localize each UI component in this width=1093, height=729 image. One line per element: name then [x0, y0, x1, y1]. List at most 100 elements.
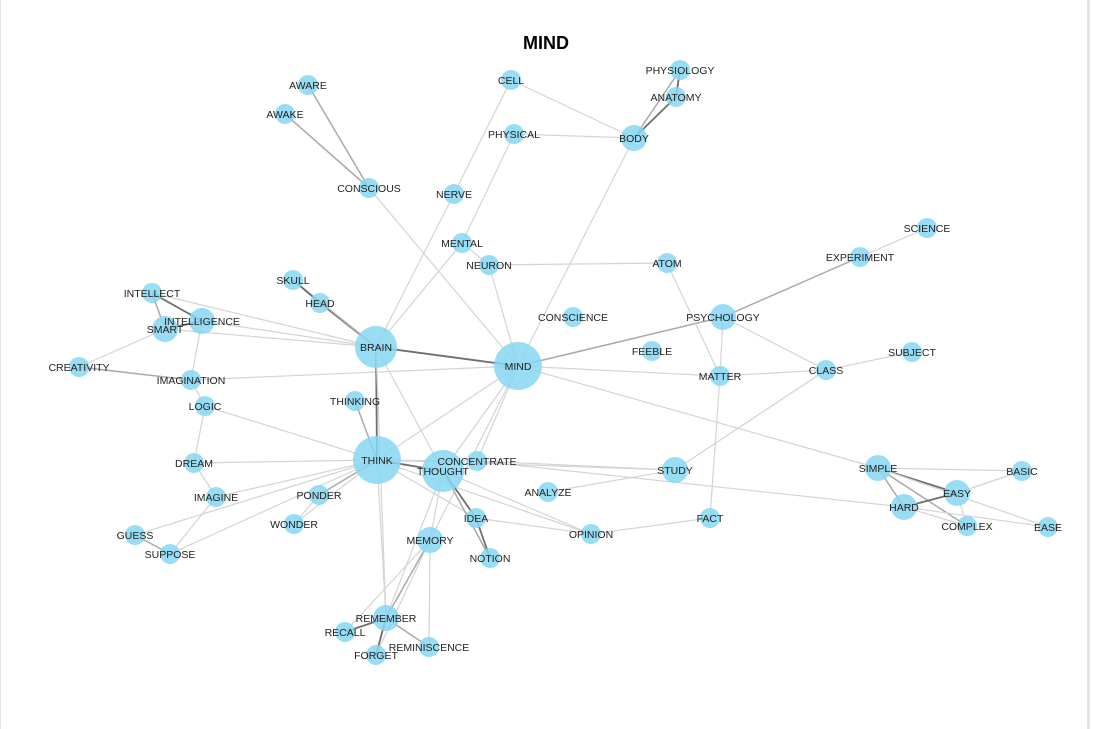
node-label-physiology: PHYSIOLOGY — [646, 65, 715, 77]
node-brain[interactable] — [355, 326, 397, 368]
edge-think-dream — [193, 459, 378, 464]
node-aware[interactable] — [298, 75, 318, 95]
node-imagination[interactable] — [181, 370, 201, 390]
node-conscious[interactable] — [359, 178, 379, 198]
node-label-imagination: IMAGINATION — [157, 375, 226, 387]
node-atom[interactable] — [657, 253, 677, 273]
node-nerve[interactable] — [444, 184, 464, 204]
node-creativity[interactable] — [69, 357, 89, 377]
node-intellect[interactable] — [142, 283, 162, 303]
node-thinking[interactable] — [345, 391, 365, 411]
node-label-body: BODY — [619, 133, 649, 145]
node-layer — [69, 60, 1058, 665]
label-layer: MINDBRAINTHINKTHOUGHTCONCENTRATEMEMORYRE… — [48, 65, 1062, 662]
node-label-recall: RECALL — [325, 627, 366, 639]
node-ease[interactable] — [1038, 517, 1058, 537]
node-concentrate[interactable] — [467, 451, 487, 471]
node-label-opinion: OPINION — [569, 529, 613, 541]
edge-brain-nerve — [375, 193, 455, 348]
node-label-hard: HARD — [889, 502, 919, 514]
edge-think-guess — [134, 459, 378, 536]
node-label-concentrate: CONCENTRATE — [437, 456, 516, 468]
node-hard[interactable] — [891, 494, 917, 520]
node-guess[interactable] — [125, 525, 145, 545]
node-label-reminiscence: REMINISCENCE — [389, 642, 470, 654]
edge-memory-forget — [375, 539, 431, 656]
node-label-aware: AWARE — [289, 80, 327, 92]
node-feeble[interactable] — [642, 341, 662, 361]
node-simple[interactable] — [865, 455, 891, 481]
node-smart[interactable] — [152, 316, 178, 342]
node-physiology[interactable] — [670, 60, 690, 80]
node-skull[interactable] — [283, 270, 303, 290]
node-idea[interactable] — [466, 508, 486, 528]
node-forget[interactable] — [366, 645, 386, 665]
node-fact[interactable] — [700, 508, 720, 528]
node-class[interactable] — [816, 360, 836, 380]
node-psychology[interactable] — [710, 304, 736, 330]
edge-thought-opinion — [442, 470, 592, 535]
node-label-experiment: EXPERIMENT — [826, 252, 895, 264]
node-mind[interactable] — [494, 342, 542, 390]
node-label-awake: AWAKE — [266, 109, 303, 121]
node-remember[interactable] — [373, 605, 399, 631]
node-anatomy[interactable] — [666, 87, 686, 107]
node-awake[interactable] — [275, 104, 295, 124]
node-label-forget: FORGET — [354, 650, 398, 662]
edge-mind-conscious — [368, 187, 519, 367]
node-analyze[interactable] — [538, 482, 558, 502]
node-wonder[interactable] — [284, 514, 304, 534]
node-complex[interactable] — [957, 516, 977, 536]
node-label-atom: ATOM — [652, 258, 681, 270]
node-label-physical: PHYSICAL — [488, 129, 540, 141]
edge-think-opinion — [376, 459, 592, 535]
node-label-cell: CELL — [498, 75, 524, 87]
node-think[interactable] — [353, 436, 401, 484]
node-label-basic: BASIC — [1006, 466, 1038, 478]
node-physical[interactable] — [504, 124, 524, 144]
node-study[interactable] — [662, 457, 688, 483]
node-label-complex: COMPLEX — [941, 521, 992, 533]
edge-matter-atom — [666, 262, 721, 377]
node-matter[interactable] — [710, 366, 730, 386]
node-label-science: SCIENCE — [904, 223, 951, 235]
node-subject[interactable] — [902, 342, 922, 362]
node-conscience[interactable] — [563, 307, 583, 327]
edge-physical-body — [513, 133, 635, 139]
node-head[interactable] — [310, 293, 330, 313]
edge-conscious-aware — [307, 84, 370, 189]
node-easy[interactable] — [944, 480, 970, 506]
node-cell[interactable] — [501, 70, 521, 90]
node-basic[interactable] — [1012, 461, 1032, 481]
node-label-class: CLASS — [809, 365, 843, 377]
node-mental[interactable] — [452, 233, 472, 253]
node-ponder[interactable] — [309, 485, 329, 505]
node-experiment[interactable] — [850, 247, 870, 267]
node-label-head: HEAD — [305, 298, 335, 310]
node-suppose[interactable] — [160, 544, 180, 564]
node-reminiscence[interactable] — [419, 637, 439, 657]
node-neuron[interactable] — [479, 255, 499, 275]
node-label-ease: EASE — [1034, 522, 1062, 534]
edge-class-matter — [719, 369, 827, 377]
node-memory[interactable] — [417, 527, 443, 553]
node-thought[interactable] — [422, 450, 464, 492]
node-body[interactable] — [621, 125, 647, 151]
node-label-mental: MENTAL — [441, 238, 483, 250]
node-recall[interactable] — [335, 622, 355, 642]
edge-conscious-awake — [284, 113, 370, 189]
edge-mind-simple — [517, 365, 879, 469]
node-logic[interactable] — [195, 396, 215, 416]
node-imagine[interactable] — [206, 487, 226, 507]
node-dream[interactable] — [184, 453, 204, 473]
edge-mind-think — [376, 365, 519, 461]
edge-memory-remember — [385, 539, 431, 619]
edge-nerve-cell — [453, 79, 512, 195]
node-label-conscience: CONSCIENCE — [538, 312, 608, 324]
node-opinion[interactable] — [581, 524, 601, 544]
node-science[interactable] — [917, 218, 937, 238]
node-intelligence[interactable] — [189, 308, 215, 334]
edge-memory-recall — [344, 539, 431, 633]
node-notion[interactable] — [480, 548, 500, 568]
